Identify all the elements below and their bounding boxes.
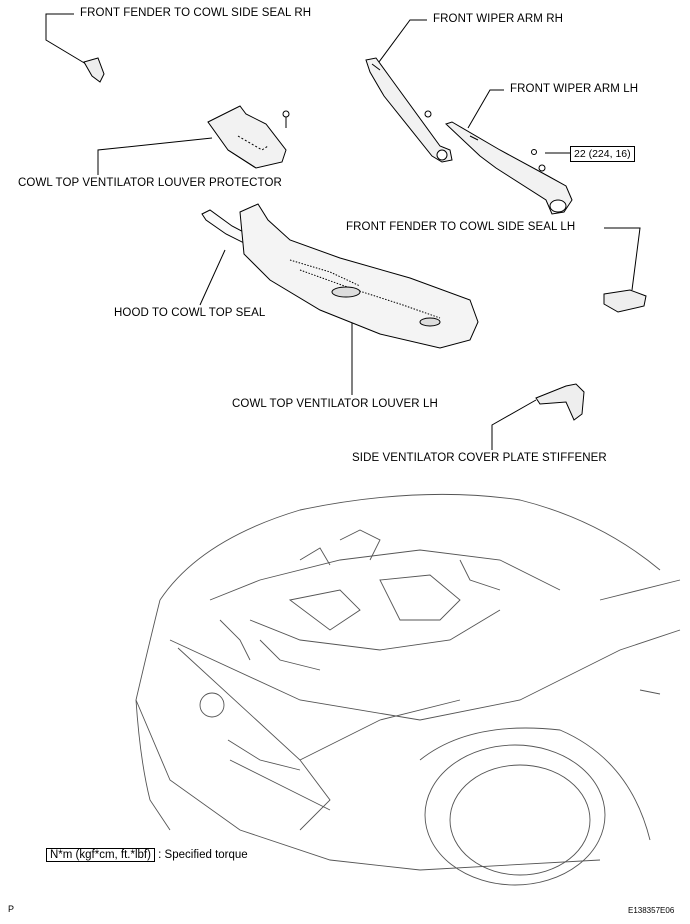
torque-box: 22 (224, 16)	[570, 146, 635, 162]
leader-fender-seal-rh	[45, 13, 87, 65]
legend: N*m (kgf*cm, ft.*lbf) : Specified torque	[46, 848, 248, 862]
label-wiper-arm-rh: FRONT WIPER ARM RH	[433, 13, 564, 25]
wiper-arm-rh-part	[365, 57, 453, 163]
louver-protector-part	[207, 105, 290, 169]
label-hood-seal: HOOD TO COWL TOP SEAL	[114, 307, 266, 319]
vehicle-outline	[135, 493, 681, 886]
label-fender-seal-rh: FRONT FENDER TO COWL SIDE SEAL RH	[80, 7, 312, 19]
legend-text: : Specified torque	[158, 849, 248, 861]
label-wiper-arm-lh: FRONT WIPER ARM LH	[510, 83, 639, 95]
stiffener-part	[535, 383, 585, 421]
nut-lh	[531, 149, 546, 172]
leader-wiper-arm-lh	[467, 89, 504, 129]
label-stiffener: SIDE VENTILATOR COVER PLATE STIFFENER	[352, 452, 607, 464]
leader-wiper-arm-rh	[375, 19, 427, 67]
leader-hood-seal	[199, 249, 226, 306]
cowl-louver-part	[201, 203, 479, 349]
wiper-arm-lh-part	[445, 121, 573, 215]
leader-fender-seal-lh	[604, 227, 641, 291]
nut-rh	[424, 110, 432, 118]
label-louver-protector: COWL TOP VENTILATOR LOUVER PROTECTOR	[18, 177, 282, 189]
label-fender-seal-lh: FRONT FENDER TO COWL SIDE SEAL LH	[346, 221, 576, 233]
fender-seal-rh-part	[83, 57, 105, 83]
page-letter: P	[8, 904, 15, 914]
figure-code: E138357E06	[628, 906, 675, 915]
leader-louver-protector	[97, 137, 213, 175]
legend-unit-box: N*m (kgf*cm, ft.*lbf)	[46, 848, 155, 862]
fender-seal-lh-part	[603, 289, 647, 313]
label-louver-lh: COWL TOP VENTILATOR LOUVER LH	[232, 398, 438, 410]
leader-stiffener	[491, 399, 537, 450]
